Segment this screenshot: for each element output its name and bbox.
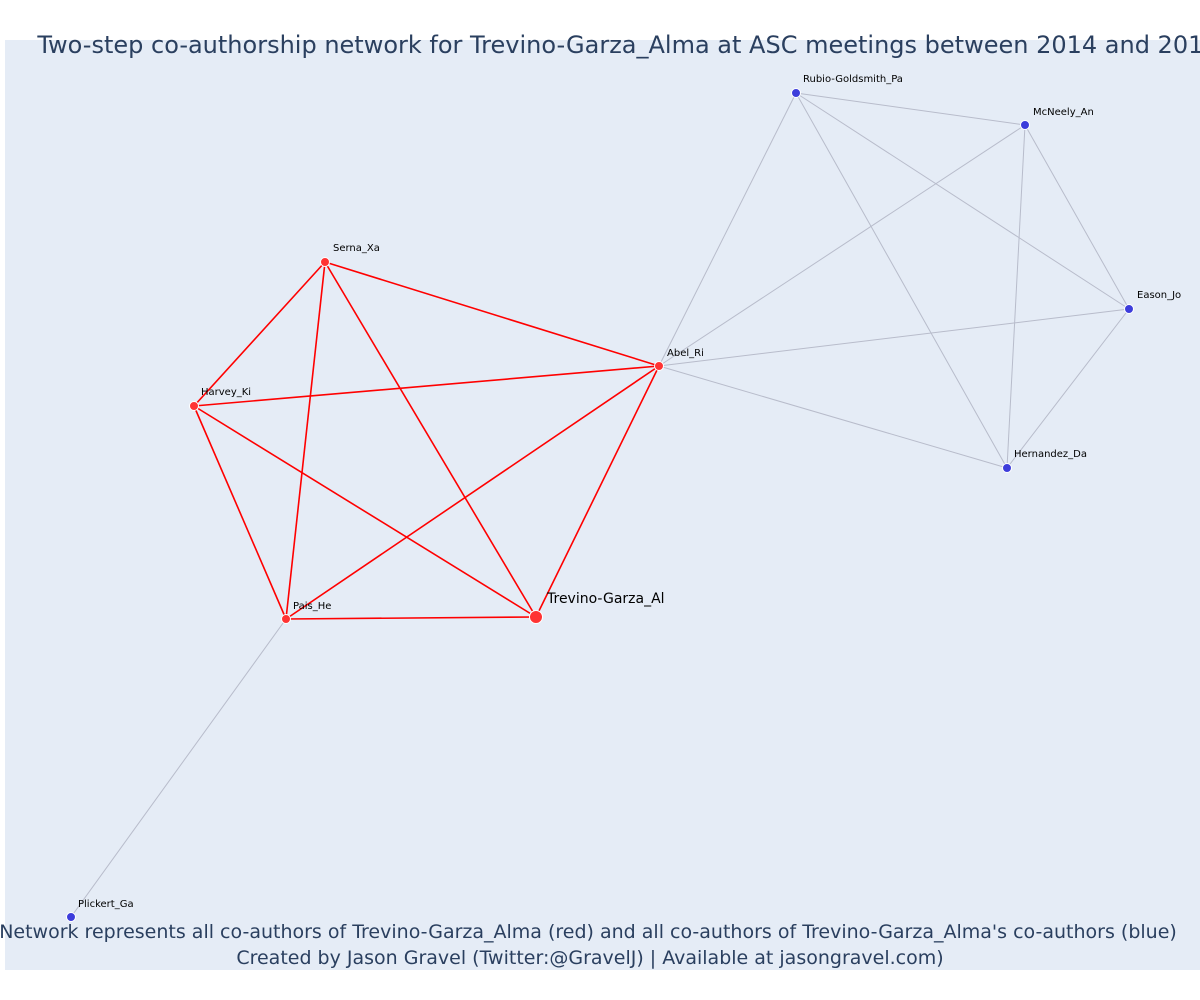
caption-line-1: Network represents all co-authors of Tre… <box>0 921 1177 943</box>
labels-layer: Trevino-Garza_Al Serna_XaHarvey_KiPais_He… <box>78 74 1181 910</box>
node-label-trevino: Trevino-Garza_Al <box>546 591 665 607</box>
node-eason[interactable] <box>1124 304 1134 314</box>
edge-pais-abel <box>285 365 660 620</box>
node-label-harvey: Harvey_Ki <box>201 387 251 398</box>
node-harvey[interactable] <box>189 401 199 411</box>
node-hernandez[interactable] <box>1002 463 1012 473</box>
chart-title: Two-step co-authorship network for Trevi… <box>36 31 1200 59</box>
edge-harvey-pais <box>193 405 287 620</box>
node-label-pais: Pais_He <box>293 601 331 612</box>
edge-abel-rubio <box>658 92 797 367</box>
edge-rubio-eason <box>795 92 1130 310</box>
node-label-hernandez: Hernandez_Da <box>1014 449 1087 460</box>
edges-layer <box>70 92 1130 918</box>
node-pais[interactable] <box>281 614 291 624</box>
edge-abel-eason <box>658 308 1130 367</box>
edge-abel-mcneely <box>658 124 1026 367</box>
edge-rubio-hernandez <box>795 92 1008 469</box>
node-abel[interactable] <box>654 361 664 371</box>
edge-pais-trevino <box>285 616 537 620</box>
node-trevino[interactable] <box>529 610 543 624</box>
edge-eason-hernandez <box>1006 308 1130 469</box>
caption-line-2: Created by Jason Gravel (Twitter:@Gravel… <box>236 947 943 969</box>
edge-serna-pais <box>285 261 326 620</box>
edge-harvey-abel <box>193 365 660 407</box>
edge-pais-plickert <box>70 618 287 918</box>
edge-abel-hernandez <box>658 365 1008 469</box>
node-label-serna: Serna_Xa <box>333 243 380 254</box>
edge-rubio-mcneely <box>795 92 1026 126</box>
edge-mcneely-eason <box>1024 124 1130 310</box>
edge-trevino-abel <box>535 365 660 618</box>
plot-background <box>5 40 1200 970</box>
node-serna[interactable] <box>320 257 330 267</box>
edge-serna-abel <box>324 261 660 367</box>
edge-serna-trevino <box>324 261 537 618</box>
node-label-plickert: Plickert_Ga <box>78 899 134 910</box>
nodes-layer <box>66 88 1134 922</box>
node-plickert[interactable] <box>66 912 76 922</box>
node-mcneely[interactable] <box>1020 120 1030 130</box>
node-label-abel: Abel_Ri <box>667 348 704 359</box>
node-label-rubio: Rubio-Goldsmith_Pa <box>803 74 903 85</box>
node-label-mcneely: McNeely_An <box>1033 107 1094 118</box>
node-label-eason: Eason_Jo <box>1137 290 1181 301</box>
edge-serna-harvey <box>193 261 326 407</box>
node-rubio[interactable] <box>791 88 801 98</box>
edge-mcneely-hernandez <box>1006 124 1026 469</box>
edge-harvey-trevino <box>193 405 537 618</box>
